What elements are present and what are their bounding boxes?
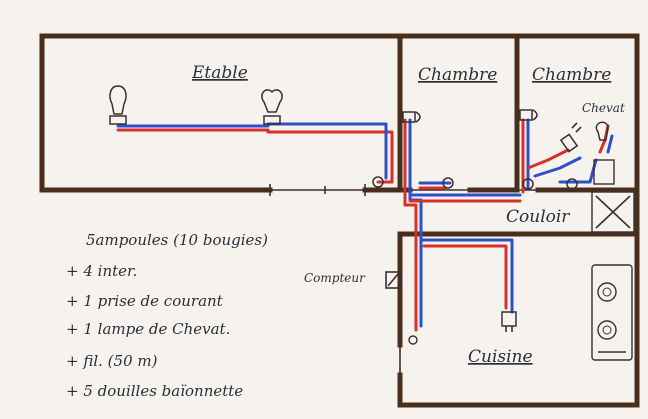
lamp-icon: [593, 121, 615, 185]
socket-icon: [402, 111, 421, 123]
bulb-icon: [261, 89, 283, 125]
material-item: + 1 lampe de Chevat.: [66, 320, 230, 338]
walls: [39, 33, 640, 408]
wiring: [116, 118, 614, 332]
meter-icon: [385, 271, 401, 289]
room-label-couloir: Couloir: [506, 207, 570, 227]
plug-icon: [559, 122, 582, 153]
etable-door: [269, 184, 366, 196]
material-item: + fil. (50 m): [66, 352, 158, 370]
closet: [591, 191, 635, 233]
material-item: + 4 inter.: [66, 262, 137, 280]
room-label-chambre-2: Chambre: [532, 65, 611, 85]
switch-icon: [522, 178, 534, 190]
bulb-icon: [109, 85, 127, 125]
switch-icon: [372, 176, 384, 188]
room-label-etable: Etable: [191, 63, 248, 83]
material-item: + 1 prise de courant: [66, 292, 224, 310]
room-label-cuisine: Cuisine: [468, 347, 533, 367]
stove: [591, 264, 633, 361]
label-compteur: Compteur: [304, 271, 366, 285]
bulb-icon: [501, 311, 517, 332]
materials-list: 5ampoules (10 bougies) + 4 inter. + 1 pr…: [66, 231, 268, 400]
material-item: 5ampoules (10 bougies): [86, 231, 268, 249]
room-label-chambre-1: Chambre: [418, 65, 497, 85]
socket-icon: [519, 109, 538, 121]
switch-icon: [408, 335, 418, 345]
switch-icon: [566, 178, 578, 190]
switch-icon: [442, 177, 454, 189]
material-item: + 5 douilles baïonnette: [66, 382, 243, 400]
label-chevat: Chevat: [582, 101, 625, 115]
